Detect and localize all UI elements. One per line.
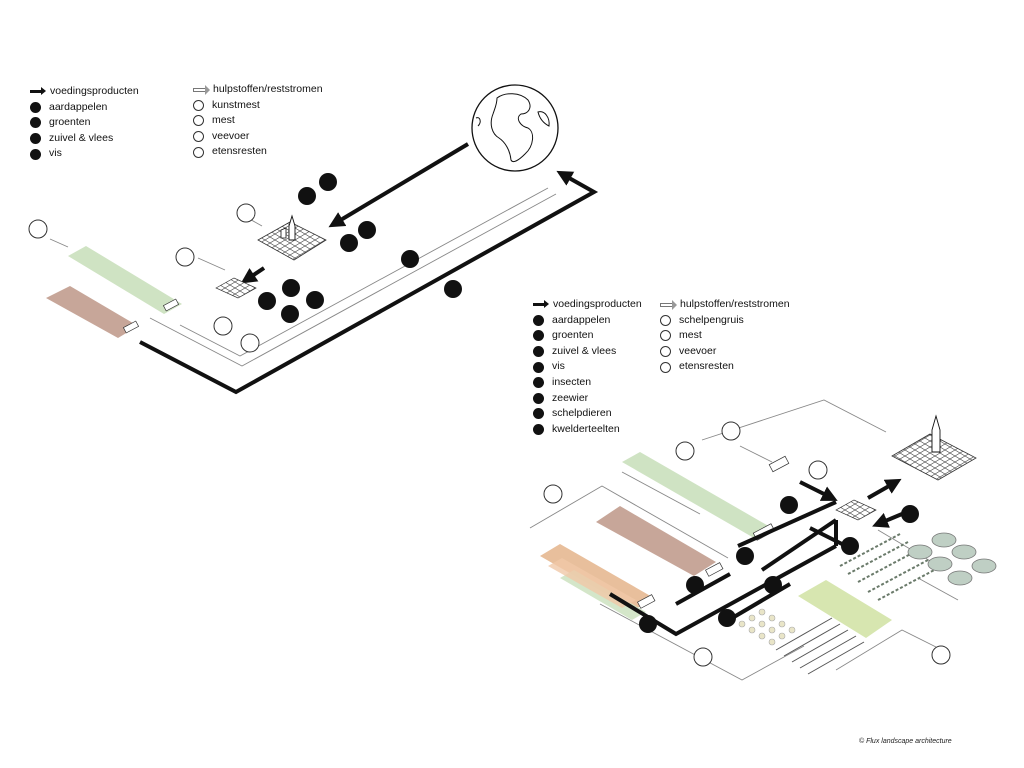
- residual-flows-right: [529, 399, 959, 681]
- legend-item: schelpengruis: [679, 313, 744, 326]
- food-flow-arrow-icon: [30, 87, 46, 96]
- saltmarsh-crop-field: [798, 580, 892, 638]
- globe-icon: [471, 84, 559, 172]
- circular-system-diagram: [529, 399, 997, 681]
- legend-title: hulpstoffen/reststromen: [680, 298, 790, 310]
- legend-left-food: voedingsproducten aardappelen groenten z…: [30, 84, 139, 162]
- current-system-diagram: [28, 84, 599, 395]
- dairy-meat-icon: [533, 346, 544, 358]
- legend-item: vis: [49, 147, 62, 160]
- harbour-cluster: [835, 499, 877, 521]
- manure-icon: [660, 330, 671, 342]
- arable-field: [46, 286, 138, 338]
- legend-right-aux: hulpstoffen/reststromen schelpengruis me…: [660, 297, 790, 375]
- shellfish-icon: [533, 408, 544, 420]
- dairy-meat-icon: [30, 133, 41, 145]
- insect-farm: [839, 533, 939, 601]
- fodder-icon: [660, 346, 671, 358]
- city-icon: [891, 414, 977, 481]
- fodder-icon: [193, 131, 204, 143]
- fish-icon: [30, 148, 41, 160]
- legend-item: zuivel & vlees: [552, 344, 617, 357]
- legend-item: etensresten: [212, 145, 267, 158]
- food-waste-icon: [193, 146, 204, 158]
- barn: [705, 562, 724, 577]
- legend-item: vis: [552, 360, 565, 373]
- residual-stream-icons-left: [28, 203, 260, 353]
- fertilizer-icon: [193, 99, 204, 111]
- potato-icon: [533, 314, 544, 326]
- legend-item: aardappelen: [552, 313, 611, 326]
- food-flow-arrow-icon: [533, 300, 549, 309]
- legend-item: zeewier: [552, 391, 589, 404]
- legend-item: kunstmest: [212, 98, 260, 111]
- saltmarsh-crop-icon: [533, 424, 544, 436]
- legend-right-food: voedingsproducten aardappelen groenten z…: [533, 297, 642, 437]
- legend-title: voedingsproducten: [553, 298, 642, 310]
- legend-title: voedingsproducten: [50, 85, 139, 97]
- barn: [122, 320, 140, 334]
- legend-item: schelpdieren: [552, 407, 612, 420]
- residual-flows-left: [49, 187, 557, 367]
- shed: [768, 455, 790, 473]
- legend-item: insecten: [552, 375, 592, 388]
- legend-item: veevoer: [679, 344, 717, 357]
- potato-icon: [30, 101, 41, 113]
- residual-flow-arrow-icon: [193, 84, 210, 95]
- seaweed-farm: [775, 617, 865, 675]
- grass-field: [68, 246, 182, 314]
- harbour-cluster: [215, 277, 257, 299]
- legend-item: groenten: [552, 329, 594, 342]
- image-credit: © Flux landscape architecture: [859, 738, 952, 745]
- legend-item: etensresten: [679, 360, 734, 373]
- legend-item: groenten: [49, 116, 91, 129]
- seaweed-icon: [533, 392, 544, 404]
- legend-item: veevoer: [212, 129, 250, 142]
- legend-item: mest: [212, 114, 235, 127]
- legend-item: zuivel & vlees: [49, 131, 114, 144]
- legend-item: aardappelen: [49, 100, 108, 113]
- shellfish-culture: [738, 608, 796, 646]
- shell-grit-icon: [660, 314, 671, 326]
- food-product-icons-left: [258, 173, 462, 323]
- residual-stream-icons-right: [543, 421, 951, 667]
- vegetables-icon: [30, 117, 41, 129]
- grass-field: [622, 452, 772, 538]
- barn: [162, 298, 180, 312]
- fish-icon: [533, 361, 544, 373]
- food-flows-left: [139, 142, 599, 395]
- residual-flow-arrow-icon: [660, 299, 677, 310]
- food-waste-icon: [660, 361, 671, 373]
- insects-icon: [533, 377, 544, 389]
- food-product-icons-right: [639, 496, 919, 633]
- legend-item: kwelderteelten: [552, 422, 620, 435]
- manure-icon: [193, 115, 204, 127]
- arable-field: [596, 506, 716, 576]
- legend-title: hulpstoffen/reststromen: [213, 83, 323, 95]
- vegetables-icon: [533, 330, 544, 342]
- city-icon: [257, 214, 327, 261]
- barn: [637, 594, 656, 609]
- legend-left-aux: hulpstoffen/reststromen kunstmest mest v…: [193, 82, 323, 160]
- fish-ponds: [907, 532, 997, 586]
- legend-item: mest: [679, 329, 702, 342]
